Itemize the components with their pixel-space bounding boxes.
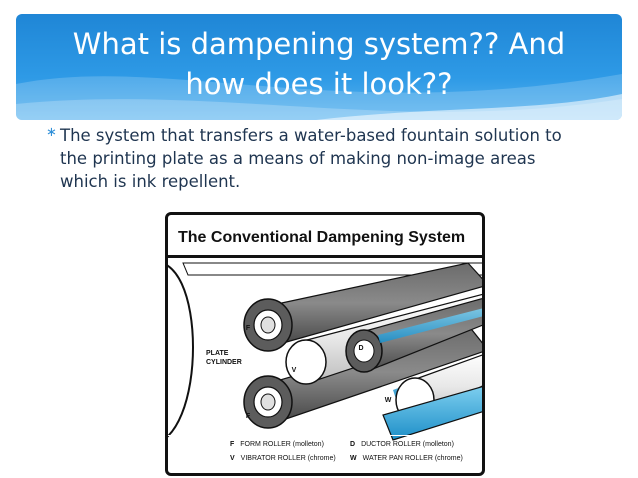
title-rule xyxy=(168,255,482,258)
bullet-asterisk-icon: ∗ xyxy=(46,125,57,140)
roller-label-f-lower: F xyxy=(245,413,251,420)
roller-label-w: W xyxy=(384,397,392,404)
plate-cylinder-label: PLATE CYLINDER xyxy=(206,350,242,366)
plate-cylinder-surface xyxy=(182,262,482,276)
roller-label-v: V xyxy=(291,367,297,374)
fountain-solution-streak xyxy=(378,308,482,343)
bullet-text: The system that transfers a water-based … xyxy=(60,126,562,191)
title-line-2: how does it look?? xyxy=(185,67,453,101)
water-pan xyxy=(382,386,482,441)
title-banner xyxy=(16,14,622,120)
diagram-drawing xyxy=(168,255,482,441)
vibrator-roller-end xyxy=(285,339,327,385)
dampening-system-diagram: The Conventional Dampening System xyxy=(165,212,485,476)
roller-label-f-upper: F xyxy=(245,325,251,332)
figure-title: The Conventional Dampening System xyxy=(178,229,466,246)
slide-title: What is dampening system?? And how does … xyxy=(16,24,622,104)
banner-wave-decoration xyxy=(16,74,622,120)
bullet-item: ∗ The system that transfers a water-base… xyxy=(46,124,580,193)
plate-cylinder xyxy=(168,264,194,438)
title-line-1: What is dampening system?? And xyxy=(72,27,566,61)
roller-label-d: D xyxy=(358,345,364,352)
